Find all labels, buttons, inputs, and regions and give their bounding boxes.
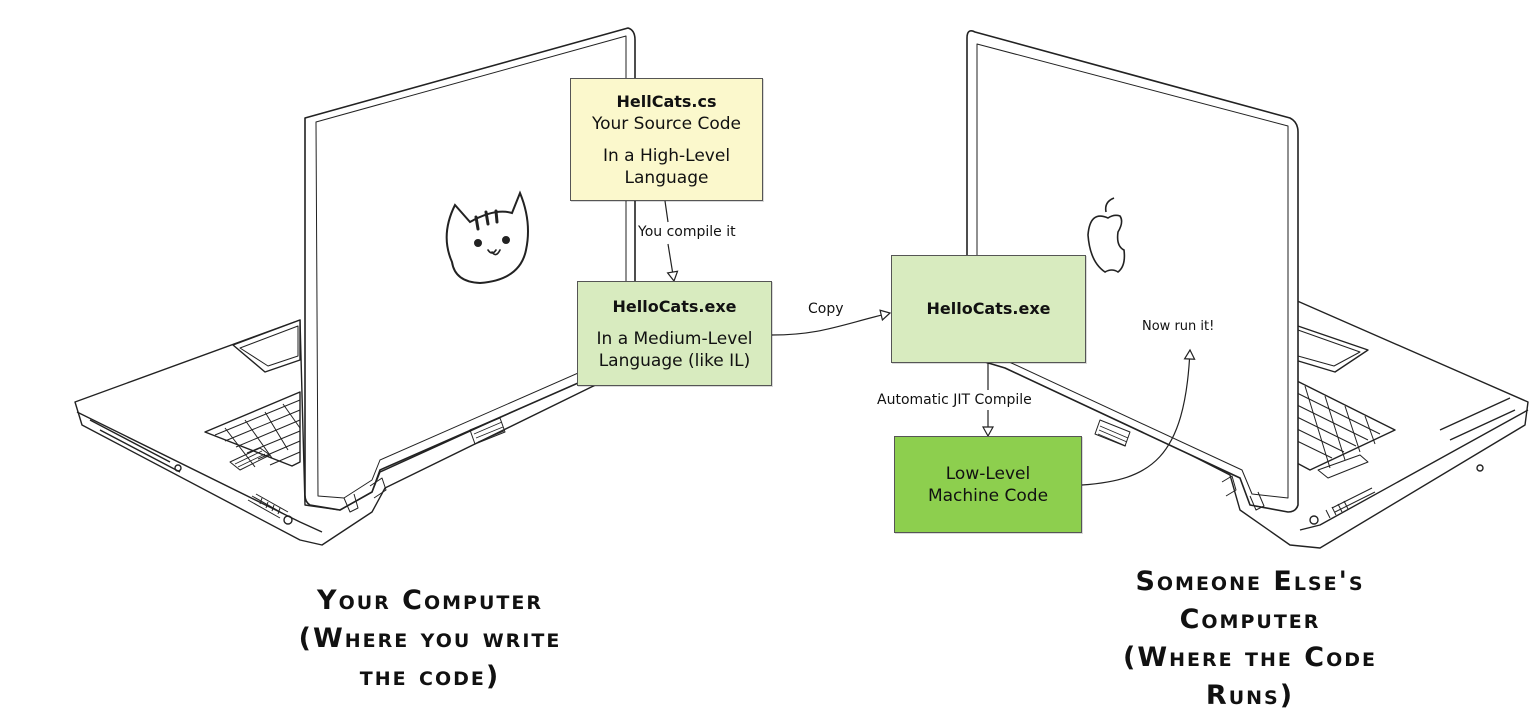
run-label: Now run it! xyxy=(1142,319,1215,334)
low-level-line: Low-Level xyxy=(945,463,1031,484)
machine-code-box: Low-Level Machine Code xyxy=(894,436,1082,533)
medium-level-line: In a Medium-Level xyxy=(596,328,753,349)
copy-label: Copy xyxy=(808,301,844,317)
source-code-line: Your Source Code xyxy=(591,113,741,134)
exe-box-mine: HelloCats.exe In a Medium-Level Language… xyxy=(577,281,772,386)
caption-left-line-1: Your Computer xyxy=(317,585,543,616)
caption-left-line-2: (Where you write xyxy=(298,623,562,654)
caption-right-line-4: Runs) xyxy=(1205,680,1295,711)
apple-logo-icon xyxy=(1087,197,1126,273)
left-laptop-icon xyxy=(74,27,636,546)
run-arrow xyxy=(1081,350,1190,486)
cat-face-icon xyxy=(445,190,529,285)
exe-file-name: HelloCats.exe xyxy=(612,296,737,316)
language-line: Language xyxy=(624,167,709,188)
exe-box-theirs: HelloCats.exe xyxy=(891,255,1086,363)
caption-right-line-2: Computer xyxy=(1179,604,1321,635)
exe-file-name-theirs: HelloCats.exe xyxy=(926,299,1051,318)
jit-label: Automatic JIT Compile xyxy=(875,392,1034,408)
caption-right-line-1: Someone Else's xyxy=(1135,566,1365,597)
your-computer-caption: Your Computer (Where you write the code) xyxy=(230,582,630,696)
il-line: Language (like IL) xyxy=(598,350,751,371)
source-code-box: HellCats.cs Your Source Code In a High-L… xyxy=(570,78,763,201)
caption-left-line-3: the code) xyxy=(359,661,501,692)
caption-right-line-3: (Where the Code xyxy=(1123,642,1377,673)
high-level-line: In a High-Level xyxy=(602,145,731,166)
machine-code-line: Machine Code xyxy=(927,485,1049,506)
compile-connector xyxy=(664,200,669,223)
right-laptop-icon xyxy=(966,30,1529,549)
compile-label: You compile it xyxy=(636,224,738,240)
copy-arrow xyxy=(771,313,890,336)
compile-arrow xyxy=(668,243,674,281)
source-file-name: HellCats.cs xyxy=(616,91,717,111)
someone-else-computer-caption: Someone Else's Computer (Where the Code … xyxy=(1050,563,1450,715)
